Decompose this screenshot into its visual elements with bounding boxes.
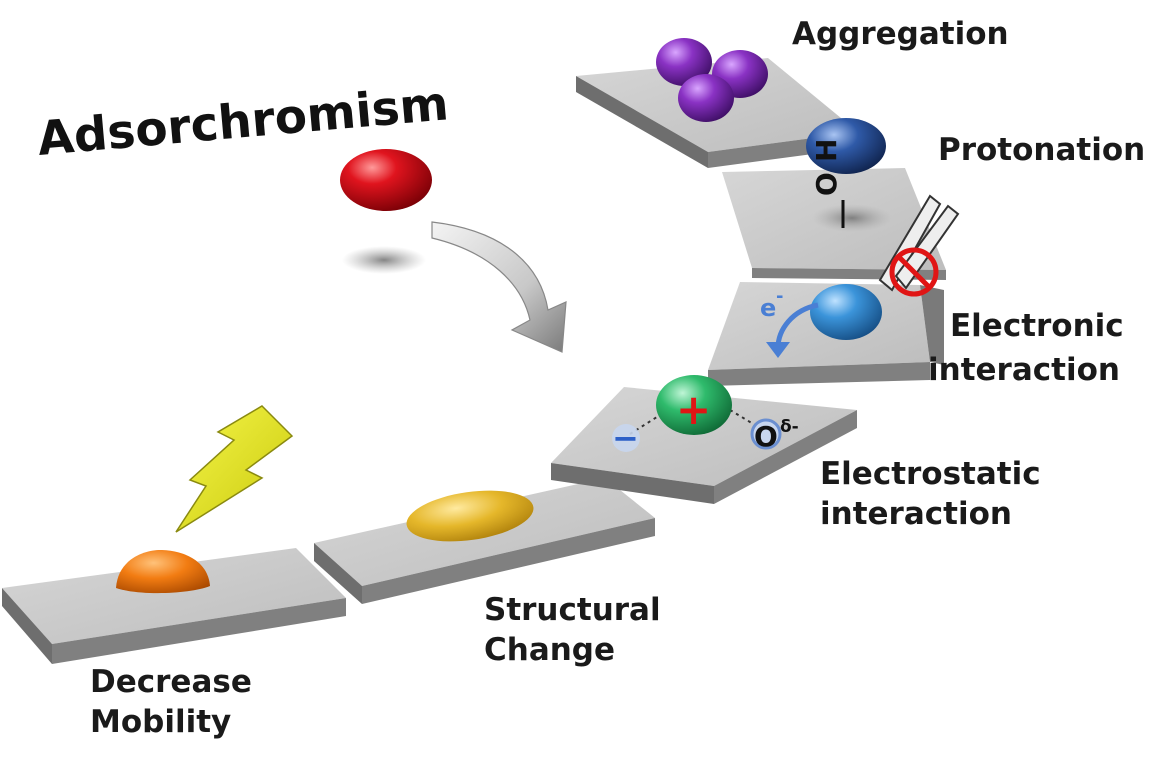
negative-charge-icon: [612, 424, 640, 452]
label-structural: Structural Change: [484, 592, 661, 668]
svg-text:O: O: [754, 420, 778, 453]
plate-mobility: [2, 548, 346, 664]
mobility-group: [116, 405, 294, 594]
electron-sup: -: [776, 286, 783, 307]
protonation-group: O H: [806, 118, 892, 232]
electrostatic-group: + − O δ-: [612, 375, 799, 457]
plate-electrostatic: [551, 387, 857, 504]
oh-o-symbol: O: [810, 172, 843, 196]
electronic-group: e -: [760, 194, 960, 358]
label-aggregation: Aggregation: [792, 16, 1009, 52]
electron-symbol: e: [760, 294, 776, 322]
label-protonation: Protonation: [938, 132, 1146, 168]
o-delta-icon: [750, 418, 782, 450]
label-electrostatic: Electrostatic interaction: [820, 456, 1041, 532]
oh-h-symbol: H: [810, 139, 843, 162]
label-electronic-line2: interaction: [928, 352, 1120, 388]
adsorption-arrow: [431, 221, 567, 353]
lightning-bolt-icon: [175, 405, 294, 533]
floating-shadow: [342, 246, 426, 274]
forbidden-icon: [889, 247, 939, 297]
svg-text:−: −: [612, 419, 639, 457]
label-mobility: Decrease Mobility: [90, 664, 252, 740]
svg-text:δ-: δ-: [780, 417, 799, 437]
plus-symbol: +: [676, 385, 711, 434]
aggregated-dyes: [656, 38, 768, 122]
free-red-dye: [340, 149, 432, 211]
label-electronic: Electronic: [950, 308, 1124, 344]
flattened-yellow-dye: [406, 490, 534, 542]
